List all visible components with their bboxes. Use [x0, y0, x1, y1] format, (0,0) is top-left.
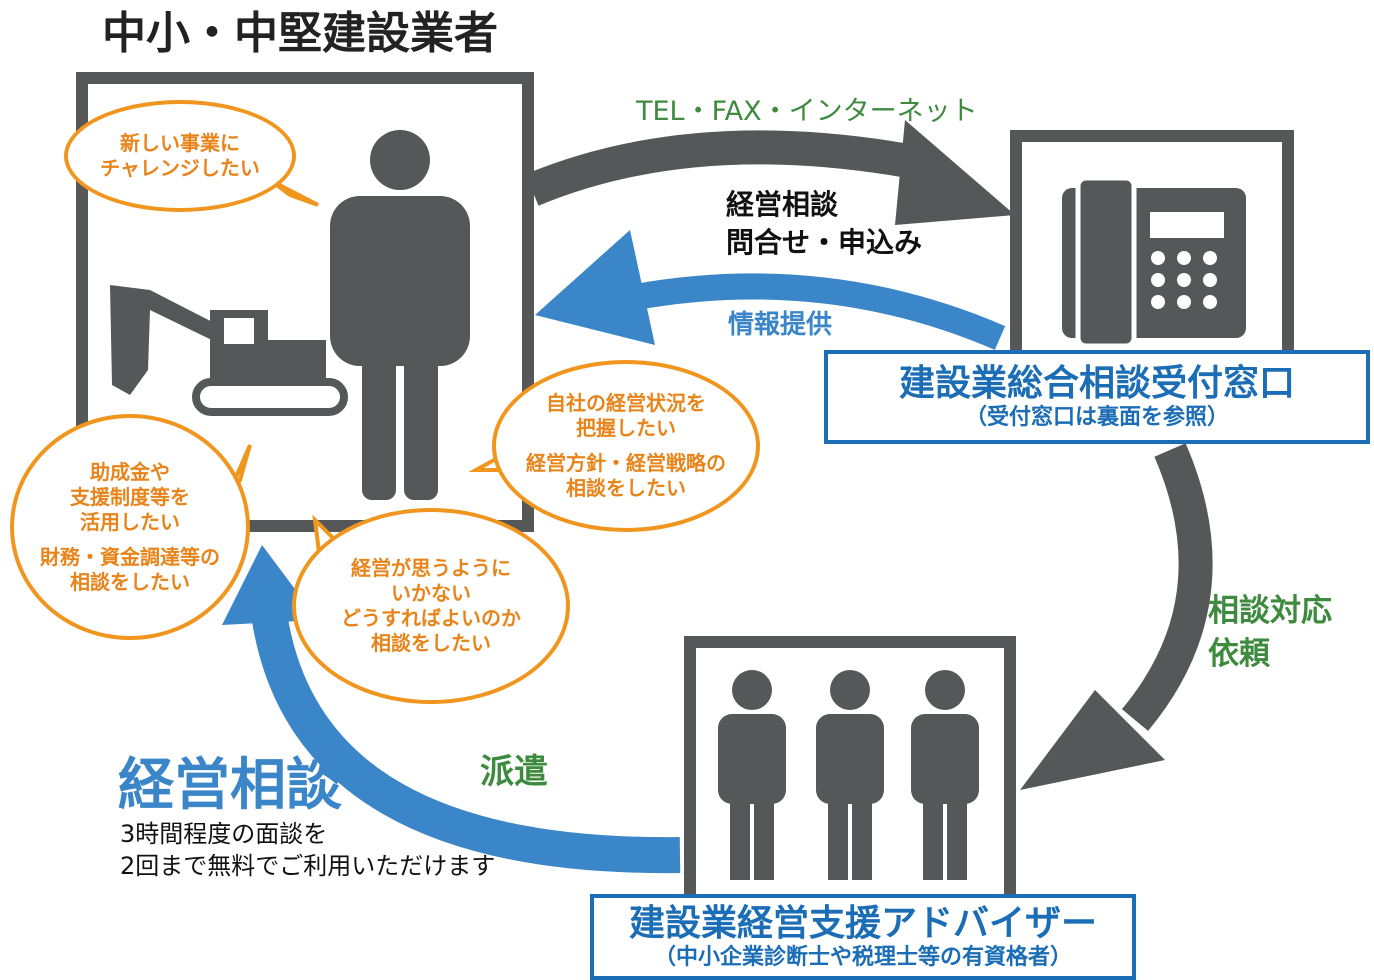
advisor-note: （中小企業診断士や税理士等の有資格者） — [653, 945, 1072, 971]
consult-request-line1: 相談対応 — [1208, 593, 1332, 629]
arrow-to-window — [525, 120, 1015, 225]
advisor-name: 建設業経営支援アドバイザー — [628, 903, 1097, 944]
consultation-description: 3時間程度の面談を 2回まで無料でご利用いただけます — [120, 818, 495, 883]
request-line2: 問合せ・申込み — [726, 225, 923, 259]
info-label: 情報提供 — [728, 310, 833, 340]
bubble-text: いかない — [391, 581, 471, 605]
bubble-subsidy-finance: 助成金や 支援制度等を 活用したい 財務・資金調達等の 相談をしたい — [10, 414, 250, 640]
telephone-icon — [1062, 175, 1246, 349]
request-label: 経営相談 問合せ・申込み — [726, 186, 922, 262]
request-line1: 経営相談 — [726, 188, 839, 221]
window-label: 建設業総合相談受付窓口 （受付窓口は裏面を参照） — [824, 350, 1370, 444]
advisor-label: 建設業経営支援アドバイザー （中小企業診断士や税理士等の有資格者） — [590, 894, 1136, 980]
bubble-text: 経営方針・経営戦略の — [526, 451, 726, 475]
bubble-text: 相談をしたい — [566, 476, 686, 500]
dispatch-label: 派遣 — [480, 752, 548, 792]
bubble-text: 支援制度等を — [70, 484, 190, 509]
person-icon — [330, 130, 470, 500]
bubble-text: 経営が思うように — [351, 556, 511, 580]
bubble-new-business: 新しい事業に チャレンジしたい — [64, 100, 296, 212]
consultation-title: 経営相談 — [118, 753, 342, 818]
consultation-line2: 2回まで無料でご利用いただけます — [120, 852, 496, 881]
consultation-line1: 3時間程度の面談を — [120, 820, 328, 848]
bubble-text: 助成金や — [90, 459, 170, 484]
bubble-text: どうすればよいのか — [341, 606, 521, 630]
excavator-icon — [110, 285, 348, 416]
window-name: 建設業総合相談受付窓口 — [898, 363, 1295, 404]
bubble-text: 把握したい — [576, 416, 676, 440]
bubble-text: 新しい事業に — [120, 131, 240, 155]
bubble-text: チャレンジしたい — [100, 156, 260, 180]
consult-request-line2: 依頼 — [1208, 636, 1270, 673]
window-note: （受付窓口は裏面を参照） — [964, 405, 1229, 431]
arrow-to-advisor — [1020, 443, 1213, 790]
bubble-management: 自社の経営状況を 把握したい 経営方針・経営戦略の 相談をしたい — [492, 360, 760, 532]
bubble-text: 相談をしたい — [371, 631, 491, 655]
bubble-text: 相談をしたい — [70, 569, 190, 594]
channel-label: TEL・FAX・インターネット — [636, 96, 978, 127]
bubble-text: 活用したい — [80, 509, 180, 534]
consult-request-label: 相談対応 依頼 — [1208, 590, 1332, 677]
page-title: 中小・中堅建設業者 — [102, 8, 498, 59]
bubble-struggle: 経営が思うように いかない どうすればよいのか 相談をしたい — [292, 508, 570, 704]
arrow-info — [535, 230, 1006, 350]
bubble-text: 財務・資金調達等の — [40, 544, 220, 569]
advisor-people-icon — [718, 670, 979, 880]
bubble-text: 自社の経営状況を — [546, 391, 706, 415]
